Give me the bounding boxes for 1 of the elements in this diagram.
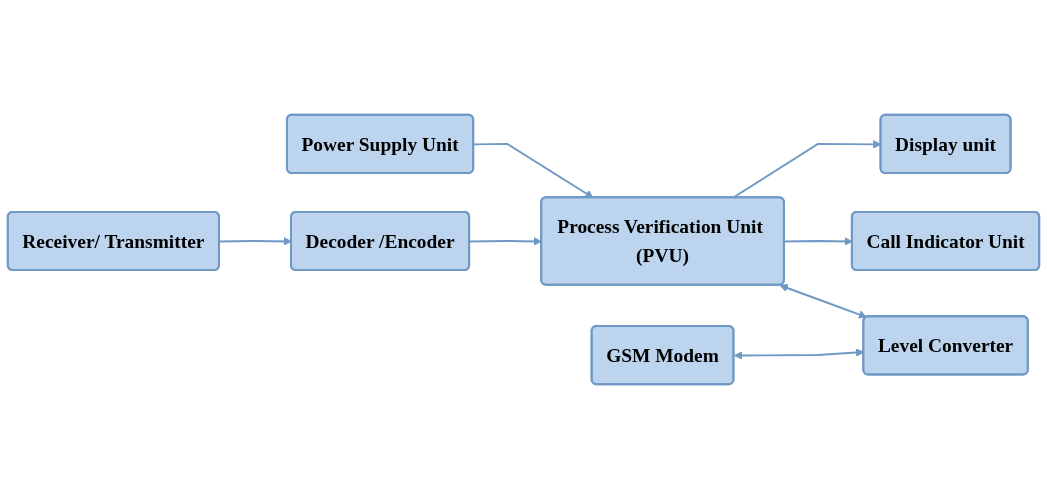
arrow — [779, 283, 867, 319]
